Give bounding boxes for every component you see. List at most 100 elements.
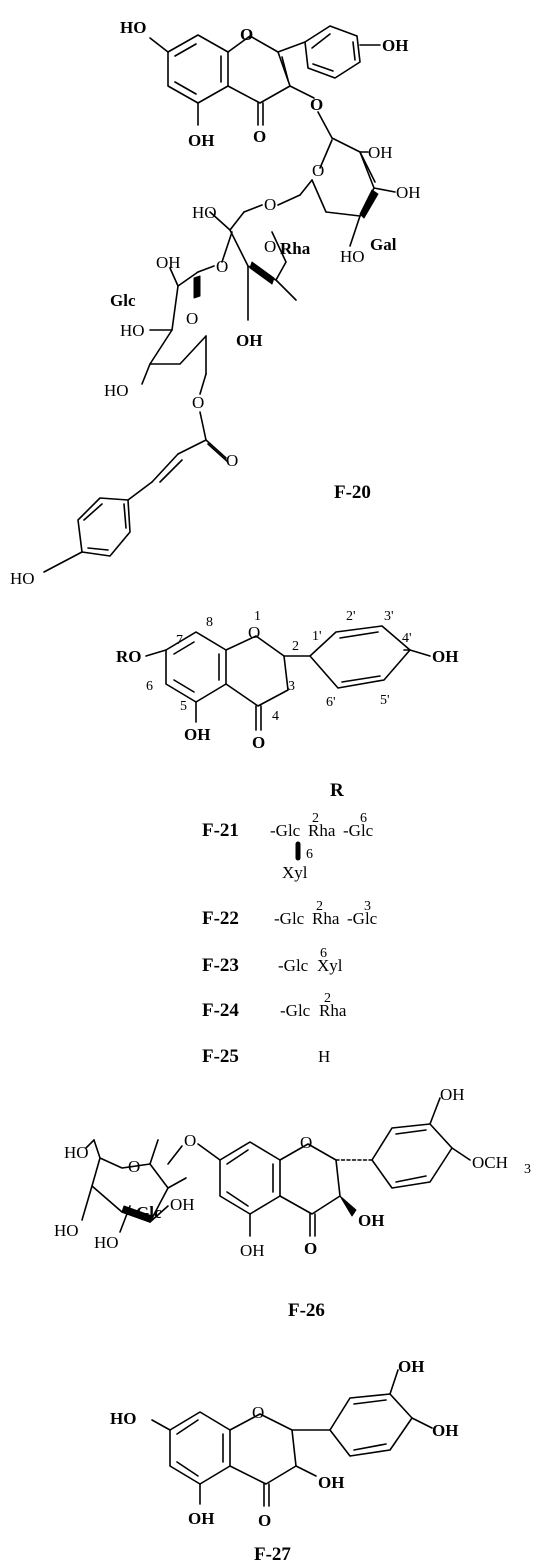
- f27-oh3p: OH: [398, 1357, 424, 1376]
- f20-ketone-o: O: [253, 127, 266, 146]
- r-row-f25-chain: H: [318, 1047, 330, 1066]
- structure-f20: HO O OH O OH O O OH OH HO O Gal HO O Rha…: [10, 18, 421, 588]
- f26-glc-ho4: HO: [94, 1233, 119, 1252]
- f26-o7: O: [184, 1131, 196, 1150]
- f27-ho7: HO: [110, 1409, 136, 1428]
- f20-glc-o6: O: [192, 393, 204, 412]
- f26-glc-name: Glc: [136, 1203, 162, 1222]
- f20-glc-ho3: HO: [120, 321, 145, 340]
- r-row-f21-link2: 6: [360, 811, 367, 826]
- r-row-f22-sugar2: Rha: [312, 909, 340, 928]
- f20-o3: O: [310, 95, 323, 114]
- f20-gal-oh4: HO: [340, 247, 365, 266]
- f20-ring-b: [304, 25, 361, 79]
- f26-glc-ho3: HO: [54, 1221, 79, 1240]
- r-header: R: [330, 780, 344, 801]
- f26-glc-ho6: HO: [64, 1143, 89, 1162]
- r-row-f22-sugar3: -Glc: [347, 909, 378, 928]
- structure-f27: HO OH O O OH OH OH F-27: [110, 1357, 458, 1565]
- r-row-f23-label: F-23: [202, 955, 239, 976]
- f20-rha-o4: O: [216, 257, 228, 276]
- f20-glc-ring: [149, 271, 207, 365]
- f26-och3-sub: 3: [524, 1162, 531, 1177]
- f26-oh3p: OH: [440, 1085, 465, 1104]
- r-row-f21-sugar2: Rha: [308, 821, 336, 840]
- r-row-f23-chain: -Glc: [278, 956, 309, 975]
- f20-ester-o: O: [226, 451, 238, 470]
- f20-rha-name: Rha: [280, 239, 311, 258]
- f26-oh5: OH: [240, 1241, 265, 1260]
- r-row-f24-link1: 2: [324, 991, 331, 1006]
- flavanone-oh5: OH: [184, 725, 210, 744]
- pos-5p: 5': [380, 693, 390, 708]
- f20-ring-o: O: [240, 25, 253, 44]
- f27-ring-o: O: [252, 1403, 264, 1422]
- r-row-f21-chain: -Glc: [270, 821, 301, 840]
- pos-2p: 2': [346, 609, 356, 624]
- pos-6p: 6': [326, 695, 336, 710]
- f20-glc-name: Glc: [110, 291, 136, 310]
- f20-gal-o6: O: [264, 195, 276, 214]
- f27-oh4p: OH: [432, 1421, 458, 1440]
- f26-glc-ring-o: O: [128, 1157, 140, 1176]
- f20-coumaroyl-ring: [77, 497, 131, 557]
- f20-coumaroyl-ho: HO: [10, 569, 35, 588]
- f20-gal-oh2: OH: [368, 143, 393, 162]
- f26-label: F-26: [288, 1300, 325, 1321]
- r-row-f24-chain: -Glc: [280, 1001, 311, 1020]
- f26-glc-ring: [91, 1157, 169, 1223]
- f20-glc-ring-o: O: [186, 309, 198, 328]
- f20-glc-oh: OH: [156, 253, 181, 272]
- r-row-f21-link1: 2: [312, 811, 319, 826]
- f26-ketone-o: O: [304, 1239, 317, 1258]
- f20-ring-c: [227, 35, 291, 104]
- r-row-f24-label: F-24: [202, 1000, 239, 1021]
- f26-ring-o: O: [300, 1133, 312, 1152]
- pos-7: 7: [176, 633, 183, 648]
- pos-2: 2: [292, 639, 299, 654]
- r-row-f21-sugar3: -Glc: [343, 821, 374, 840]
- flavanone-ring-a: [165, 631, 227, 703]
- flavanone-ring-o: O: [248, 623, 260, 642]
- pos-5: 5: [180, 699, 187, 714]
- f26-glc-oh2: OH: [170, 1195, 195, 1214]
- pos-3: 3: [288, 679, 295, 694]
- f26-oh3: OH: [358, 1211, 384, 1230]
- r-row-f23-sugar2: Xyl: [317, 956, 343, 975]
- r-substituent-table: R F-21 -Glc 2 Rha 6 -Glc 6 Xyl F-22 -Glc…: [202, 780, 378, 1067]
- flavanone-oh4p: OH: [432, 647, 458, 666]
- r-row-f21-label: F-21: [202, 820, 239, 841]
- f26-ring-a: [219, 1141, 281, 1215]
- f20-ring-a: [167, 34, 229, 104]
- f20-gal-ring-o: O: [312, 161, 324, 180]
- r-row-f22-link1: 2: [316, 899, 323, 914]
- pos-4p: 4': [402, 631, 412, 646]
- f20-rha-ring-o: O: [264, 237, 276, 256]
- structure-f26: HO O OH Glc HO HO O OH O O OH OH OCH 3: [54, 1085, 531, 1321]
- r-row-f24-sugar2: Rha: [319, 1001, 347, 1020]
- pos-4: 4: [272, 709, 279, 724]
- pos-3p: 3': [384, 609, 394, 624]
- r-row-f22-link2: 3: [364, 899, 371, 914]
- f27-ring-a: [169, 1411, 231, 1485]
- r-row-f22-label: F-22: [202, 908, 239, 929]
- f27-oh5: OH: [188, 1509, 214, 1528]
- r-row-f22-chain: -Glc: [274, 909, 305, 928]
- f27-ketone-o: O: [258, 1511, 271, 1530]
- structure-flavanone-core: RO O OH O OH 1 2 3 4 5 6 7 8 1' 2' 3' 4'…: [116, 609, 458, 752]
- f20-glc-ho4: HO: [104, 381, 129, 400]
- r-row-f25-label: F-25: [202, 1046, 239, 1067]
- f27-label: F-27: [254, 1544, 291, 1565]
- flavanone-ketone-o: O: [252, 733, 265, 752]
- f20-gal-oh3: OH: [396, 183, 421, 202]
- f20-rha-ho: HO: [192, 203, 217, 222]
- f20-oh5: OH: [188, 131, 214, 150]
- f27-oh3: OH: [318, 1473, 344, 1492]
- f20-rha-oh: OH: [236, 331, 262, 350]
- pos-8: 8: [206, 615, 213, 630]
- flavanone-ro: RO: [116, 647, 142, 666]
- pos-1: 1: [254, 609, 261, 624]
- r-row-f23-link1: 6: [320, 946, 327, 961]
- flavanone-ring-c: [225, 635, 289, 707]
- r-row-f21-branch-pos: 6: [306, 847, 313, 862]
